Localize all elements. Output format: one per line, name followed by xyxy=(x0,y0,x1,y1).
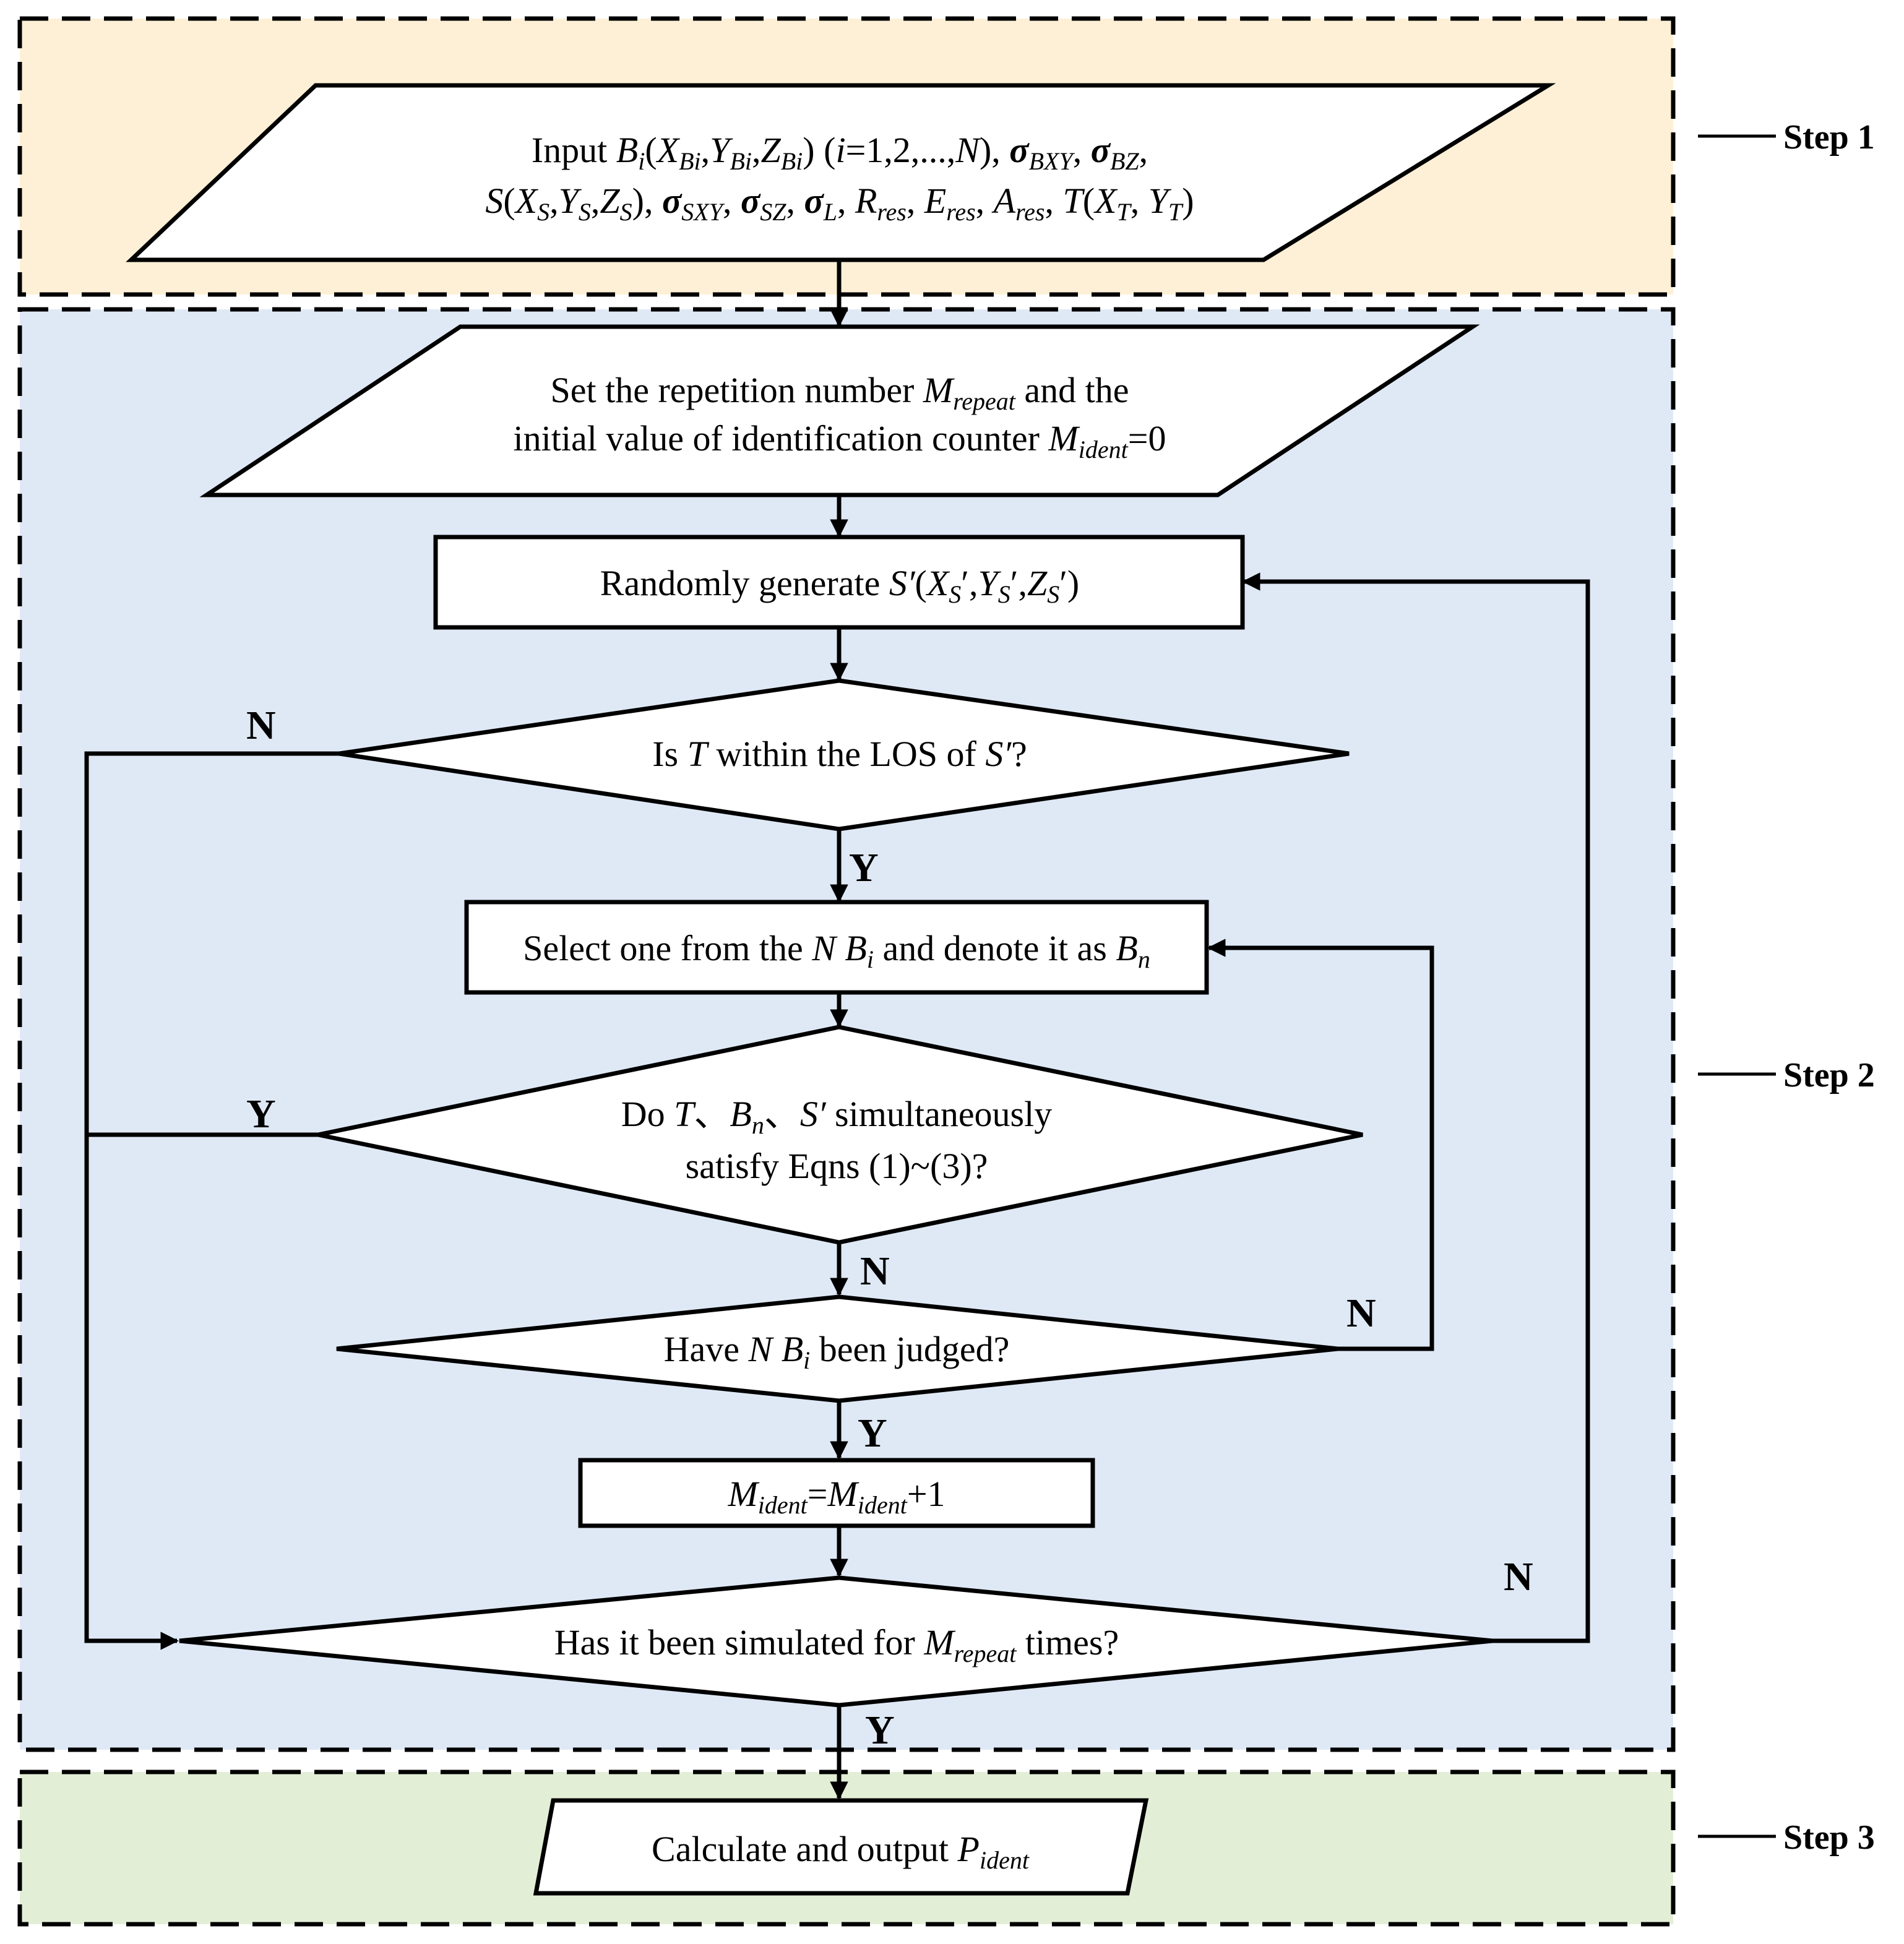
step3-label: Step 3 xyxy=(1783,1818,1875,1857)
los-check-text: Is T within the LOS of S′? xyxy=(652,734,1027,774)
label-eqns-yes: Y xyxy=(246,1091,276,1137)
input-parallelogram xyxy=(126,83,1556,262)
label-repeat-yes: Y xyxy=(865,1708,895,1753)
input-text-line2: S(XS,YS,ZS), σSXY, σSZ, σL, Rres, Eres, … xyxy=(485,181,1194,226)
repeat-check-text: Has it been simulated for Mrepeat times? xyxy=(554,1622,1119,1667)
los-check-diamond xyxy=(338,678,1350,832)
generate-node: Randomly generate S′(XS′,YS′,ZS′) xyxy=(433,535,1245,630)
set-repeat-parallelogram xyxy=(199,324,1480,497)
label-judged-yes: Y xyxy=(858,1411,887,1456)
edge-judged-no-to-select xyxy=(1207,939,1434,1351)
edge-repeat-no-to-generate xyxy=(1242,572,1590,1643)
select-bn-process-box xyxy=(464,900,1209,995)
label-los-yes: Y xyxy=(849,845,879,890)
increment-text: Mident=Mident+1 xyxy=(727,1474,945,1519)
select-bn-text: Select one from the N Bi and denote it a… xyxy=(523,928,1150,973)
output-text: Calculate and output Pident xyxy=(652,1829,1030,1874)
step2-label: Step 2 xyxy=(1783,1056,1875,1095)
input-text-line1: Input Bi(XBi,YBi,ZBi) (i=1,2,...,N), σBX… xyxy=(532,130,1148,175)
set-repeat-text-line1: Set the repetition number Mrepeat and th… xyxy=(550,370,1129,415)
step1-label: Step 1 xyxy=(1783,118,1875,157)
eqns-check-text-line1: Do T、Bn、S′ simultaneously xyxy=(621,1094,1053,1139)
judged-check-node: Have N Bi been judged? xyxy=(336,1294,1338,1403)
eqns-check-diamond xyxy=(317,1025,1363,1245)
judged-check-text: Have N Bi been judged? xyxy=(664,1329,1010,1374)
label-los-no: N xyxy=(246,703,276,748)
set-repeat-text-line2: initial value of identification counter … xyxy=(514,418,1166,463)
increment-process-box xyxy=(578,1458,1095,1528)
label-eqns-no: N xyxy=(860,1249,890,1294)
judged-check-diamond xyxy=(336,1294,1338,1403)
output-node: Calculate and output Pident xyxy=(533,1798,1149,1896)
generate-text: Randomly generate S′(XS′,YS′,ZS′) xyxy=(600,563,1079,608)
input-node: Input Bi(XBi,YBi,ZBi) (i=1,2,...,N), σBX… xyxy=(126,83,1556,262)
eqns-check-node: Do T、Bn、S′ simultaneously satisfy Eqns (… xyxy=(317,1025,1363,1245)
flowchart-edges xyxy=(84,260,1590,1800)
repeat-check-diamond xyxy=(179,1575,1493,1708)
label-judged-no: N xyxy=(1346,1291,1376,1336)
edge-los-no-to-repeat xyxy=(84,751,339,1650)
increment-node: Mident=Mident+1 xyxy=(578,1458,1095,1528)
set-repeat-node: Set the repetition number Mrepeat and th… xyxy=(199,324,1480,497)
label-repeat-no: N xyxy=(1504,1554,1533,1599)
los-check-node: Is T within the LOS of S′? xyxy=(338,678,1350,832)
eqns-check-text-line2: satisfy Eqns (1)~(3)? xyxy=(686,1146,988,1186)
generate-process-box xyxy=(433,535,1245,630)
output-parallelogram xyxy=(533,1798,1149,1896)
select-bn-node: Select one from the N Bi and denote it a… xyxy=(464,900,1209,995)
repeat-check-node: Has it been simulated for Mrepeat times? xyxy=(179,1575,1493,1708)
